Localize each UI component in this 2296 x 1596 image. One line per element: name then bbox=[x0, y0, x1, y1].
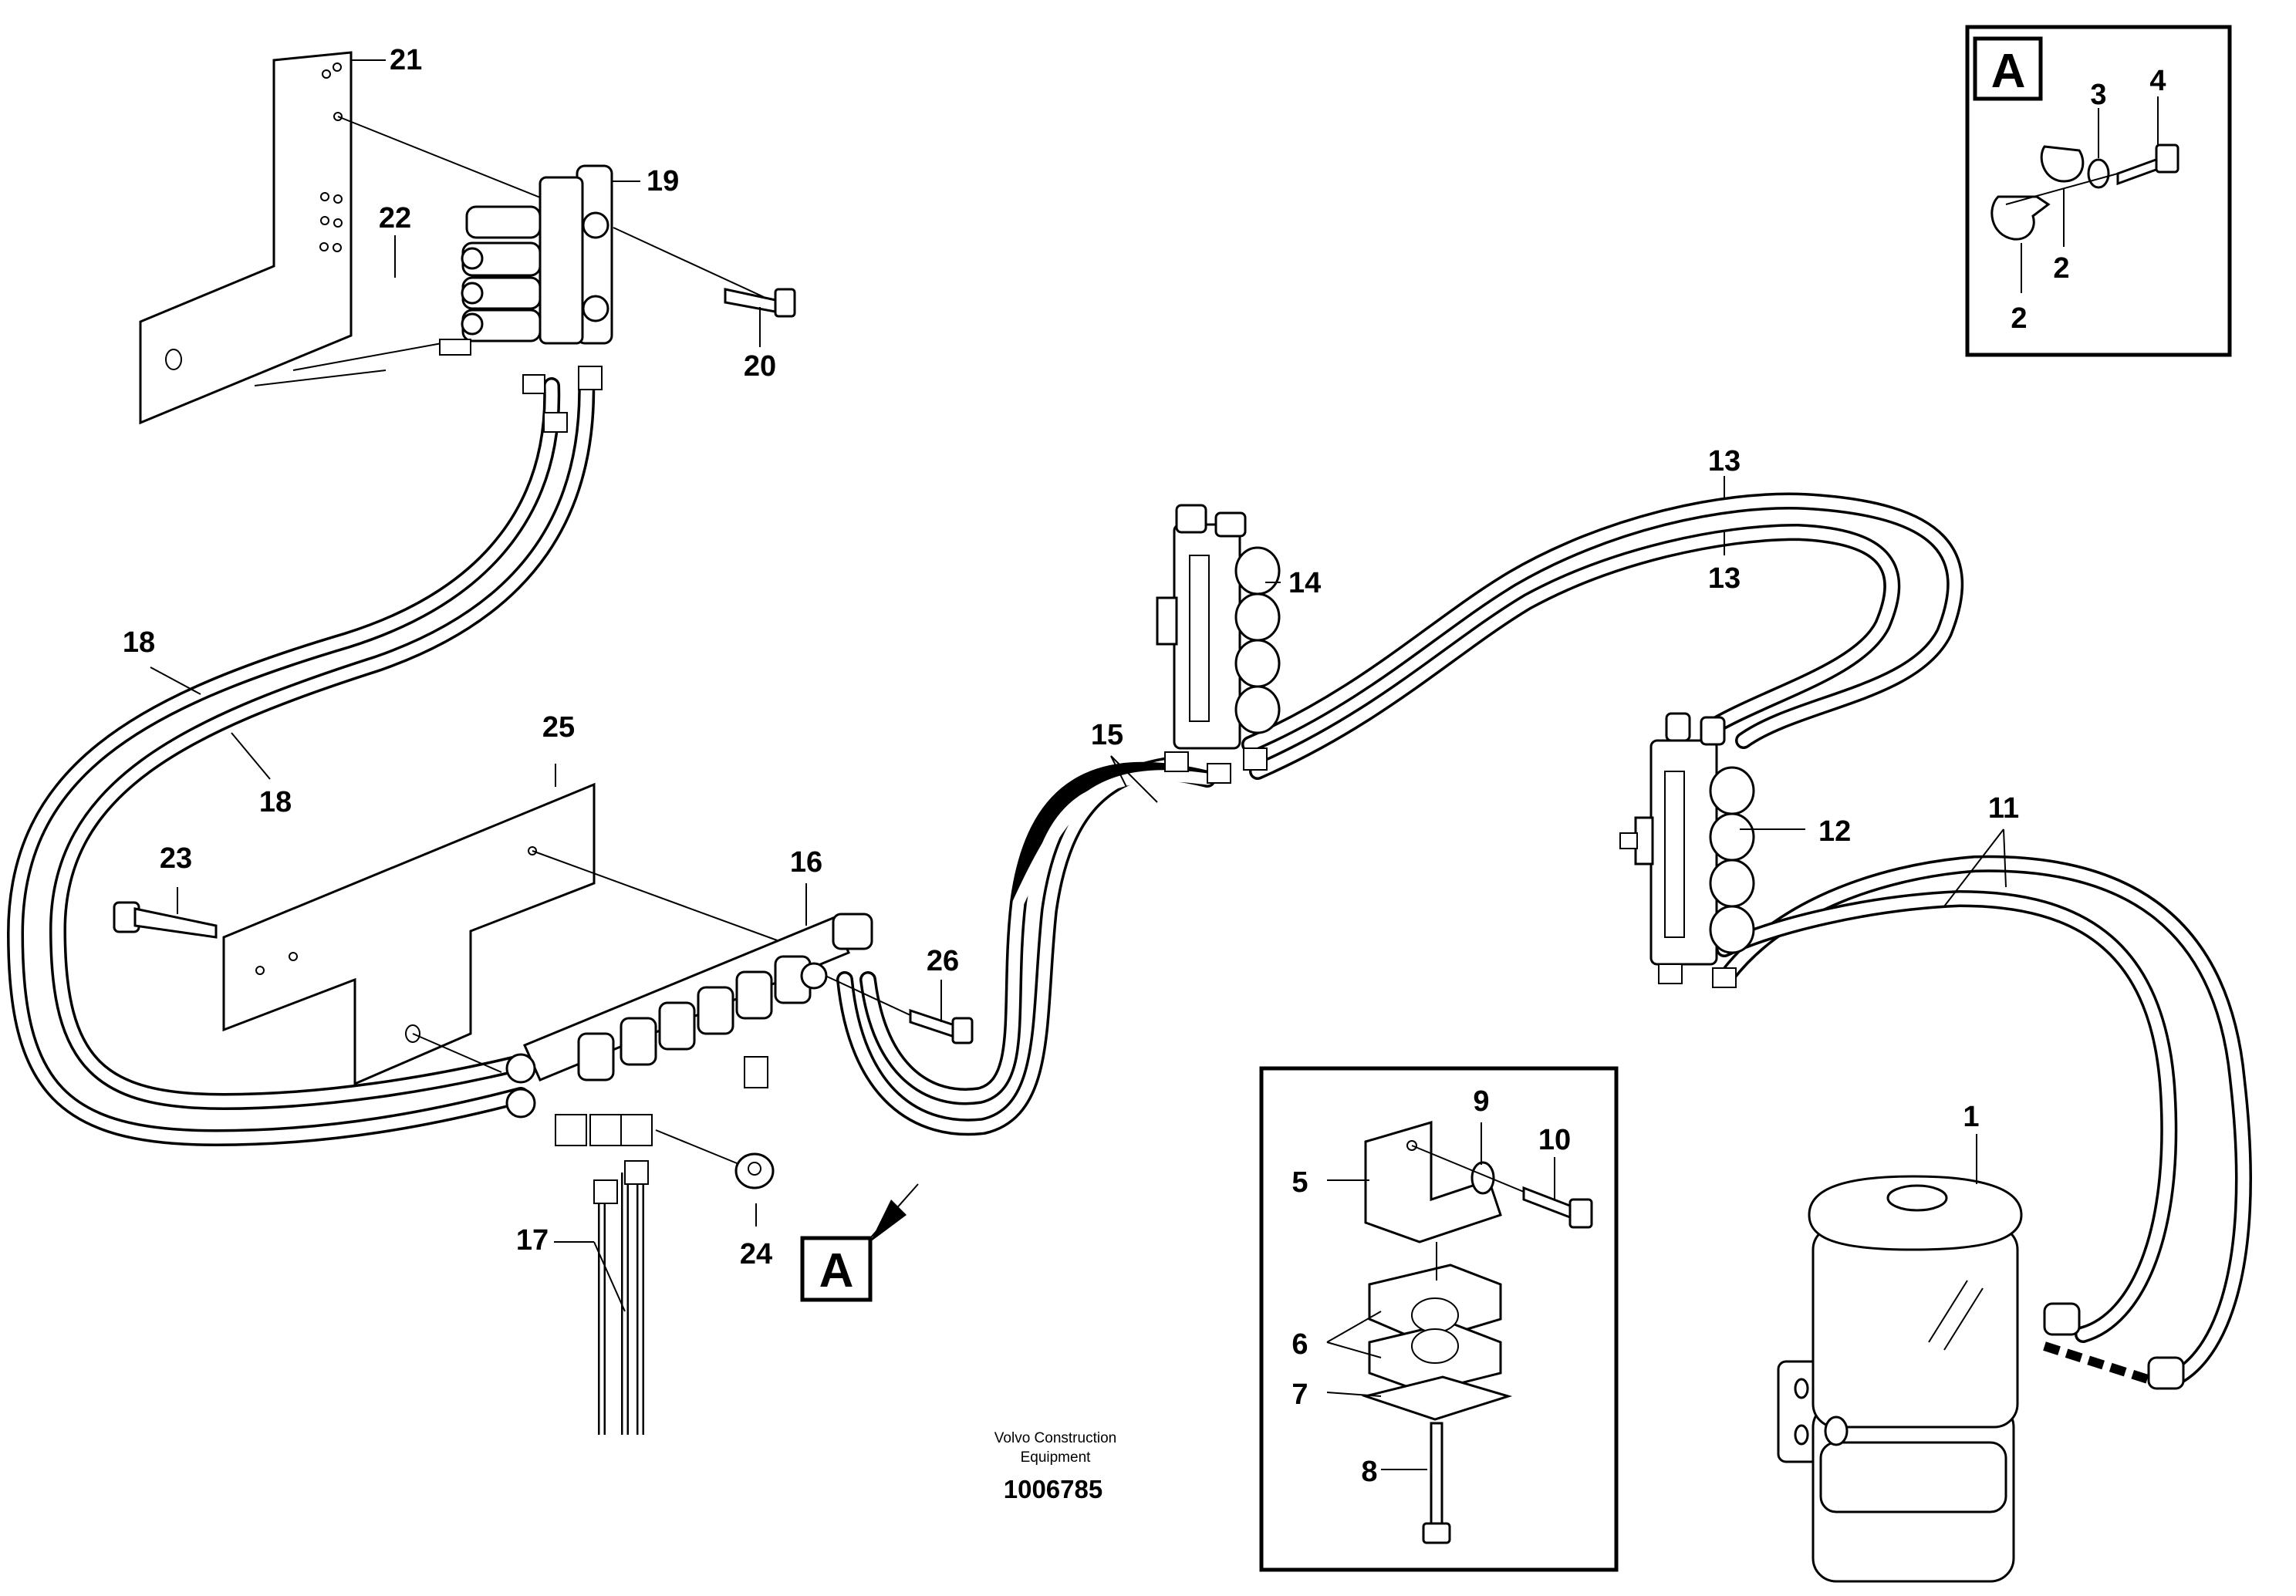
distributor-16 bbox=[505, 913, 934, 1204]
callout-10: 10 bbox=[1538, 1124, 1571, 1156]
callout-25: 25 bbox=[542, 711, 575, 744]
bracket-21 bbox=[139, 51, 549, 425]
detail-a-box-letter: A bbox=[1991, 45, 2026, 98]
detail-clamp-box bbox=[1259, 1066, 1619, 1572]
detail-a-marker-letter: A bbox=[819, 1244, 854, 1297]
callout-14: 14 bbox=[1288, 567, 1321, 599]
callout-12: 12 bbox=[1818, 815, 1851, 848]
bolt-26 bbox=[909, 1008, 974, 1044]
callout-26: 26 bbox=[927, 945, 959, 977]
detail-a-box bbox=[1965, 25, 2232, 357]
leader-lines bbox=[150, 59, 2159, 1470]
detail-a-marker: A bbox=[800, 1183, 919, 1302]
callout-5: 5 bbox=[1292, 1166, 1308, 1199]
callout-22: 22 bbox=[379, 202, 411, 235]
caption-line-2: Equipment bbox=[1021, 1449, 1092, 1466]
callout-4: 4 bbox=[2149, 65, 2166, 97]
callout-3: 3 bbox=[2090, 79, 2106, 111]
callout-6: 6 bbox=[1292, 1328, 1308, 1361]
callout-19: 19 bbox=[647, 165, 679, 197]
callout-9: 9 bbox=[1473, 1085, 1489, 1118]
nut-24 bbox=[655, 1129, 775, 1189]
callout-13b: 13 bbox=[1708, 562, 1741, 595]
distributor-19 bbox=[439, 164, 765, 433]
callouts: 1 2 2 3 4 5 6 7 8 9 10 11 12 13 13 14 15… bbox=[123, 44, 2166, 1488]
callout-13a: 13 bbox=[1708, 445, 1741, 477]
callout-1: 1 bbox=[1963, 1101, 1979, 1133]
callout-24: 24 bbox=[740, 1238, 772, 1270]
callout-23: 23 bbox=[160, 842, 192, 875]
plate-25 bbox=[222, 782, 780, 1086]
indicator-12 bbox=[1619, 712, 1755, 988]
callout-7: 7 bbox=[1292, 1378, 1308, 1411]
callout-8: 8 bbox=[1361, 1456, 1377, 1488]
caption: Volvo Construction Equipment 1006785 bbox=[994, 1430, 1116, 1503]
document-number: 1006785 bbox=[1004, 1475, 1102, 1503]
callout-15: 15 bbox=[1091, 719, 1123, 751]
bolt-23 bbox=[113, 901, 218, 939]
caption-line-1: Volvo Construction bbox=[994, 1430, 1116, 1446]
bolt-20 bbox=[724, 288, 796, 318]
hoses bbox=[7, 339, 2252, 1435]
callout-17: 17 bbox=[516, 1224, 549, 1257]
callout-2b: 2 bbox=[2053, 252, 2069, 285]
callout-18b: 18 bbox=[259, 786, 292, 818]
tank-1 bbox=[1777, 1175, 2185, 1583]
hose-13-inner bbox=[1249, 524, 1901, 780]
callout-21: 21 bbox=[390, 44, 422, 76]
callout-20: 20 bbox=[744, 350, 776, 383]
callout-11: 11 bbox=[1988, 792, 2019, 825]
indicator-14 bbox=[1156, 504, 1281, 784]
pipe-22 bbox=[254, 369, 387, 386]
callout-18a: 18 bbox=[123, 626, 155, 659]
callout-2a: 2 bbox=[2011, 302, 2027, 335]
callout-16: 16 bbox=[790, 846, 822, 879]
